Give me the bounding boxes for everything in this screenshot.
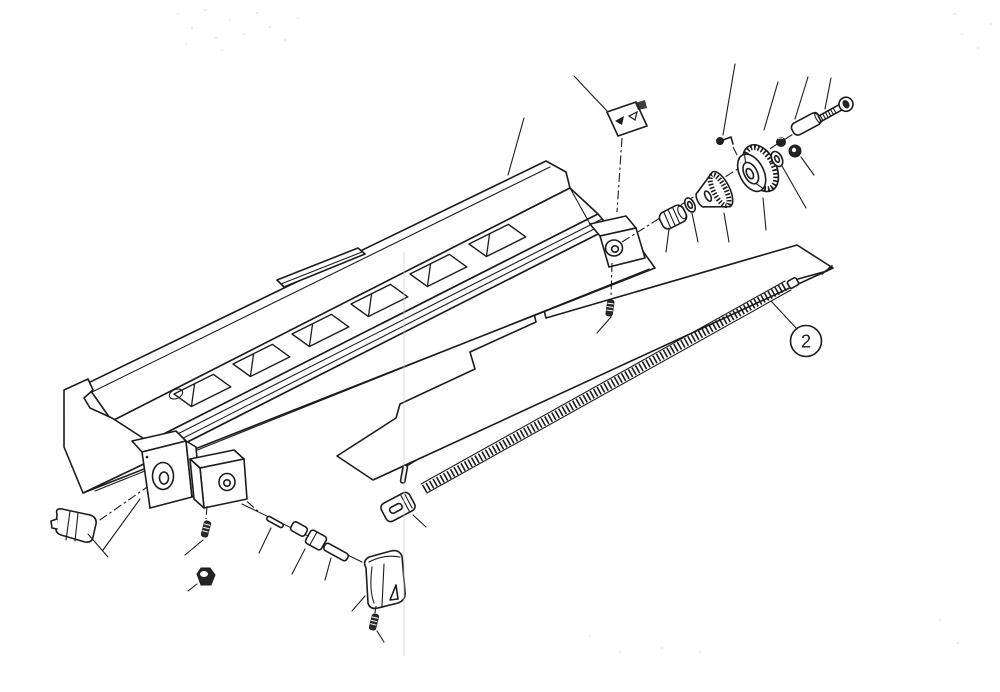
leader-line xyxy=(507,117,525,176)
rail-back-bar xyxy=(85,160,571,422)
hex-nut xyxy=(187,567,216,592)
cable-end-fitting xyxy=(380,491,427,528)
leader-lines-top-right xyxy=(763,76,832,131)
leader-line xyxy=(573,75,608,112)
bracket-bore xyxy=(604,239,624,257)
callout-leader xyxy=(770,300,798,330)
lock-nut xyxy=(788,144,815,176)
small-washer xyxy=(683,197,699,243)
block-bore xyxy=(218,472,236,492)
small-nut xyxy=(776,137,786,147)
plate-screw xyxy=(596,262,615,334)
center-line xyxy=(616,137,623,213)
cube-block xyxy=(189,449,363,563)
arrow-mark-right-icon xyxy=(627,110,638,121)
dowel-pin xyxy=(258,515,285,554)
spacer-sleeve xyxy=(790,111,822,136)
drawband-spring-cable xyxy=(420,265,833,494)
end-bracket xyxy=(589,215,646,268)
drive-gear xyxy=(736,144,780,231)
indicator-plate xyxy=(573,75,648,213)
bevel-gear xyxy=(695,170,734,243)
flat-washer xyxy=(770,150,807,209)
callout-circle xyxy=(789,324,823,358)
rail-hole xyxy=(168,388,184,400)
knob-screw xyxy=(368,605,385,643)
knob-arrow-icon xyxy=(389,584,399,601)
carriage-rail-assembly xyxy=(63,160,656,494)
block-bore xyxy=(151,461,175,491)
callout-label: 2 xyxy=(801,332,811,352)
paper-speckles xyxy=(177,9,992,653)
stud-shaft xyxy=(289,521,350,581)
end-cap xyxy=(50,508,109,558)
retaining-clip xyxy=(716,63,742,164)
callout-2: 2 xyxy=(770,300,823,358)
set-screw xyxy=(184,505,212,556)
ribbed-bushing xyxy=(658,204,688,253)
shoulder-bolt xyxy=(817,96,854,123)
release-knob xyxy=(351,549,406,612)
leader-line xyxy=(87,533,109,558)
arrow-mark-left-icon xyxy=(615,116,624,125)
cable-wire-tip xyxy=(797,270,828,280)
rail-left-end-face xyxy=(63,378,153,494)
